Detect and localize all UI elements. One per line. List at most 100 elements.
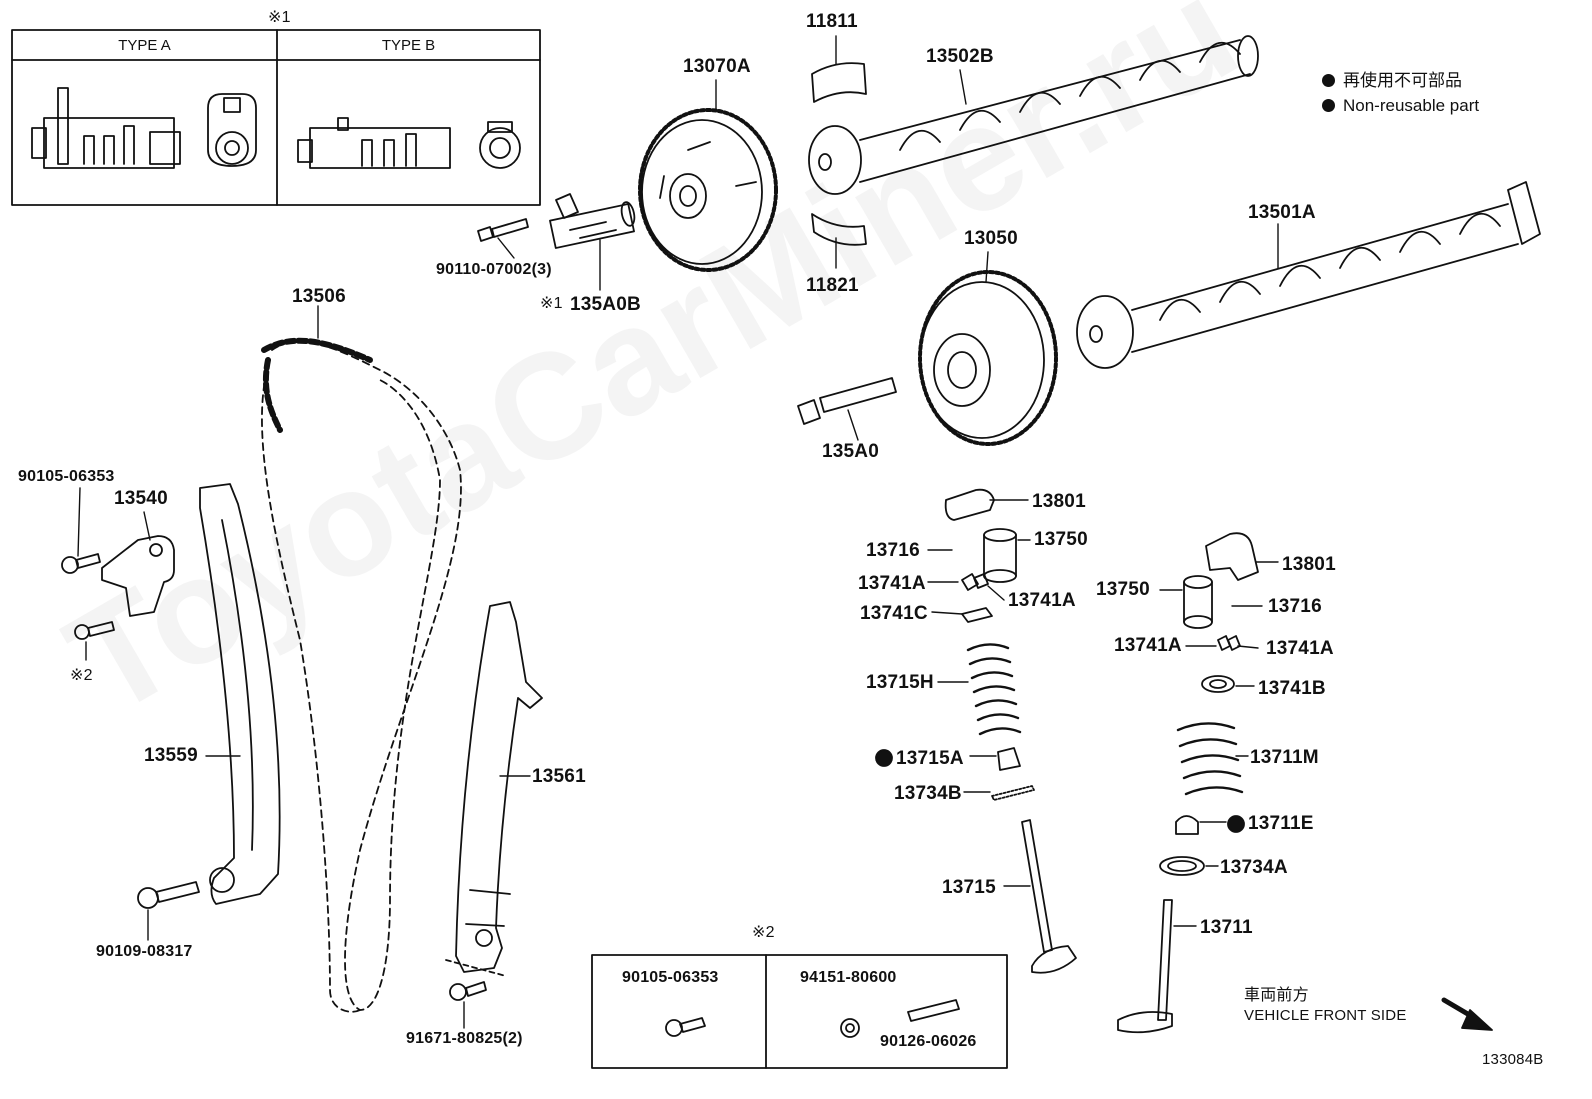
- part-label-13750-left: 13750: [1034, 529, 1088, 550]
- bolt-90109: [137, 881, 200, 909]
- part-label-note2: ※2: [70, 667, 93, 684]
- part-label-13561: 13561: [532, 766, 586, 787]
- part-label-13506: 13506: [292, 286, 346, 307]
- valve-13715: [1021, 819, 1077, 974]
- part-label-13741a-left-1: 13741A: [858, 573, 926, 594]
- part-label-13050: 13050: [964, 228, 1018, 249]
- part-label-135a0: 135A0: [822, 441, 879, 462]
- part-label-13741a-right-2: 13741A: [1266, 638, 1334, 659]
- bearing-11811: [811, 62, 867, 103]
- valve-spring-13711m: [1176, 722, 1244, 796]
- keepers-13741a-right: [1217, 635, 1241, 651]
- bolt-90110: [477, 218, 529, 242]
- bolt-135a0: [797, 377, 897, 425]
- lash-adjuster-13750-left: [983, 528, 1017, 583]
- part-label-13741b: 13741B: [1258, 678, 1326, 699]
- vehicle-front-arrow-icon: [1441, 997, 1493, 1031]
- legend-en-text: Non-reusable part: [1343, 96, 1480, 115]
- valve-13711: [1117, 899, 1173, 1034]
- part-label-90109: 90109-08317: [96, 943, 193, 960]
- part-label-135a0b: 135A0B: [570, 294, 641, 315]
- washer-13734a: [1159, 856, 1205, 876]
- washer-13734b: [991, 785, 1035, 801]
- part-label-13711: 13711: [1200, 917, 1253, 938]
- note2-box-frame: [591, 954, 1008, 1069]
- part-label-11811: 11811: [806, 11, 858, 32]
- part-label-13750-right: 13750: [1096, 579, 1150, 600]
- retainer-13741b: [1201, 675, 1235, 693]
- part-label-13715a: 13715A: [896, 748, 964, 769]
- part-label-90110: 90110-07002(3): [436, 261, 552, 278]
- stem-seal-13711e: [1175, 815, 1199, 835]
- type-a-valve-icon: [31, 87, 181, 169]
- bolt-91671: [449, 981, 487, 1001]
- part-label-13540: 13540: [114, 488, 168, 509]
- note2-nut-stud: [840, 999, 960, 1038]
- part-label-11821: 11821: [806, 275, 859, 296]
- part-label-91671: 91671-80825(2): [406, 1030, 523, 1047]
- part-label-13501a: 13501A: [1248, 202, 1316, 223]
- part-label-13711e: 13711E: [1248, 813, 1314, 834]
- cam-timing-gear-13070a: [638, 108, 778, 272]
- rocker-arm-13801-left: [944, 488, 995, 521]
- type-b-label: TYPE B: [381, 37, 436, 54]
- legend-jp: 再使用不可部品: [1322, 72, 1462, 89]
- note2-bolt: [665, 1017, 706, 1037]
- part-label-13741c: 13741C: [860, 603, 928, 624]
- note2-mark: ※2: [752, 924, 775, 941]
- part-label-13734a: 13734A: [1220, 857, 1288, 878]
- type-a-label: TYPE A: [118, 37, 171, 54]
- part-label-13070a: 13070A: [683, 56, 751, 77]
- note1-mark: ※1: [268, 9, 291, 26]
- vehicle-front-en: VEHICLE FRONT SIDE: [1244, 1007, 1407, 1024]
- timing-chain-13506: [261, 337, 462, 1013]
- stem-seal-13715a: [997, 747, 1021, 771]
- legend-jp-text: 再使用不可部品: [1343, 71, 1462, 90]
- camshaft-13501a: [1076, 181, 1541, 369]
- non-reusable-dot-13711e: [1227, 815, 1245, 833]
- lash-adjuster-13750-right: [1183, 575, 1213, 629]
- bolt-90105: [61, 553, 101, 574]
- part-label-13741a-right-1: 13741A: [1114, 635, 1182, 656]
- part-label-13801-right: 13801: [1282, 554, 1336, 575]
- type-b-valve-icon: [297, 117, 451, 169]
- part-label-13559: 13559: [144, 745, 198, 766]
- bolt-note2: [74, 621, 115, 640]
- part-label-13502b: 13502B: [926, 46, 994, 67]
- filled-dot-icon: [1322, 74, 1335, 87]
- valve-spring-13715h: [966, 643, 1022, 736]
- part-label-13734b: 13734B: [894, 783, 962, 804]
- part-label-135a0b-mark: ※1: [540, 295, 563, 312]
- figure-id: 133084B: [1482, 1051, 1544, 1068]
- part-label-13741a-left-2: 13741A: [1008, 590, 1076, 611]
- camshaft-13502b: [808, 35, 1259, 195]
- bearing-11821: [811, 213, 867, 246]
- part-label-90105: 90105-06353: [18, 468, 115, 485]
- type-b-end-icon: [479, 121, 521, 169]
- part-label-13715h: 13715H: [866, 672, 934, 693]
- part-label-13711m: 13711M: [1250, 747, 1319, 768]
- part-label-13801-left: 13801: [1032, 491, 1086, 512]
- filled-dot-icon: [1322, 99, 1335, 112]
- chain-slipper-13559: [199, 483, 281, 905]
- part-label-13715: 13715: [942, 877, 996, 898]
- rocker-arm-13801-right: [1205, 532, 1259, 581]
- leader-lines: [77, 35, 1279, 1029]
- part-label-13716-left: 13716: [866, 540, 920, 561]
- tensioner-13540: [101, 535, 175, 617]
- legend-en: Non-reusable part: [1322, 97, 1479, 114]
- type-a-end-icon: [207, 93, 257, 167]
- ocv-135a0b: [549, 193, 636, 249]
- chain-guide-13561: [445, 601, 543, 977]
- note2-stud-b-label: 90126-06026: [880, 1033, 977, 1050]
- cam-timing-gear-13050: [918, 270, 1058, 446]
- keepers-13741a-left: [961, 573, 989, 591]
- type-table-frame: [11, 29, 541, 206]
- non-reusable-dot-13715a: [875, 749, 893, 767]
- vehicle-front-jp: 車両前方: [1244, 987, 1309, 1004]
- note2-stud-label: 94151-80600: [800, 969, 897, 986]
- note2-bolt-label: 90105-06353: [622, 969, 719, 986]
- retainer-13741c: [961, 607, 993, 623]
